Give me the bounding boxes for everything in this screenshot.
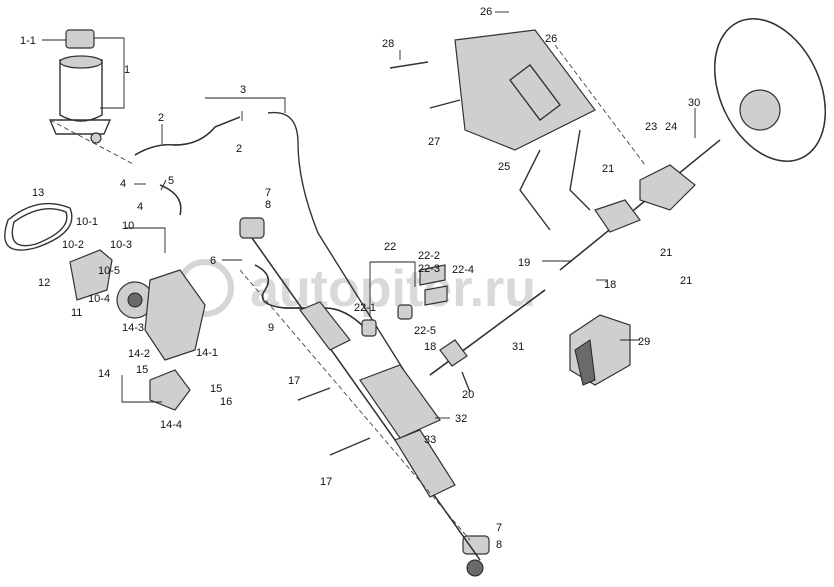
- callout-label: 21: [602, 163, 614, 175]
- callout-label: 3: [240, 84, 246, 96]
- callout-label: 22-5: [414, 325, 436, 337]
- callout-label: 10-2: [62, 239, 84, 251]
- callout-label: 23: [645, 121, 657, 133]
- callout-label: 21: [680, 275, 692, 287]
- hose-lines: [49, 97, 419, 394]
- rack-clamps: [361, 261, 448, 337]
- callout-label: 14-2: [128, 348, 150, 360]
- callout-label: 6: [210, 255, 216, 267]
- steering-rack: [239, 237, 481, 561]
- column-boot: [569, 314, 631, 386]
- callout-label: 10: [122, 220, 134, 232]
- callout-label: 32: [455, 413, 467, 425]
- callout-label: 10-3: [110, 239, 132, 251]
- drive-belt: [4, 202, 73, 251]
- reservoir: [48, 29, 125, 144]
- callout-label: 22-1: [354, 302, 376, 314]
- callout-label: 26: [480, 6, 492, 18]
- callout-label: 10-1: [76, 216, 98, 228]
- tie-rod-ends: [239, 217, 490, 577]
- callout-label: 22-4: [452, 264, 474, 276]
- callout-label: 2: [158, 112, 164, 124]
- callout-labels: 1-1 1 2 2 3 4 4 5 6 7 7 8 8 9 10 10-1 10…: [20, 6, 700, 551]
- callout-label: 24: [665, 121, 677, 133]
- callout-label: 14-4: [160, 419, 182, 431]
- callout-label: 22-2: [418, 250, 440, 262]
- callout-label: 29: [638, 336, 650, 348]
- watermark-text: autopiter.ru: [250, 260, 536, 318]
- callout-label: 22: [384, 241, 396, 253]
- callout-label: 7: [496, 522, 502, 534]
- callout-label: 17: [288, 375, 300, 387]
- power-steering-pump: [69, 227, 206, 361]
- callout-label: 17: [320, 476, 332, 488]
- bolts: [297, 61, 471, 456]
- pressure-line: [254, 264, 366, 329]
- callout-label: 1-1: [20, 35, 36, 47]
- callout-label: 19: [518, 257, 530, 269]
- callout-label: 27: [428, 136, 440, 148]
- callout-label: 14-1: [196, 347, 218, 359]
- callout-label: 14: [98, 368, 110, 380]
- callout-label: 26: [545, 33, 557, 45]
- callout-label: 5: [168, 175, 174, 187]
- callout-label: 16: [220, 396, 232, 408]
- callout-label: 28: [382, 38, 394, 50]
- callout-label: 18: [604, 279, 616, 291]
- pump-bracket: [121, 369, 191, 411]
- callout-label: 18: [424, 341, 436, 353]
- callout-label: 1: [124, 64, 130, 76]
- callout-label: 10-5: [98, 265, 120, 277]
- pedal-bracket: [454, 29, 646, 231]
- callout-label: 11: [71, 307, 82, 319]
- callout-label: 22-3: [418, 263, 440, 275]
- callout-label: 20: [462, 389, 474, 401]
- callout-label: 8: [265, 199, 271, 211]
- callout-label: 2: [236, 143, 242, 155]
- callout-label: 13: [32, 187, 44, 199]
- leader-lines: [42, 11, 696, 419]
- callout-label: 12: [38, 277, 50, 289]
- callout-label: 15: [210, 383, 222, 395]
- callout-label: 8: [496, 539, 502, 551]
- callout-label: 15: [136, 364, 148, 376]
- steering-wheel: [713, 18, 827, 162]
- callout-label: 31: [512, 341, 524, 353]
- callout-label: 33: [424, 434, 436, 446]
- callout-label: 30: [688, 97, 700, 109]
- callout-label: 21: [660, 247, 672, 259]
- callout-label: 4: [120, 178, 126, 190]
- callout-label: 14-3: [122, 322, 144, 334]
- steering-column: [559, 139, 721, 271]
- callout-label: 25: [498, 161, 510, 173]
- intermediate-shaft: [429, 289, 546, 376]
- callout-label: 7: [265, 187, 271, 199]
- callout-label: 10-4: [88, 293, 110, 305]
- callout-label: 9: [268, 322, 274, 334]
- callout-label: 4: [137, 201, 143, 213]
